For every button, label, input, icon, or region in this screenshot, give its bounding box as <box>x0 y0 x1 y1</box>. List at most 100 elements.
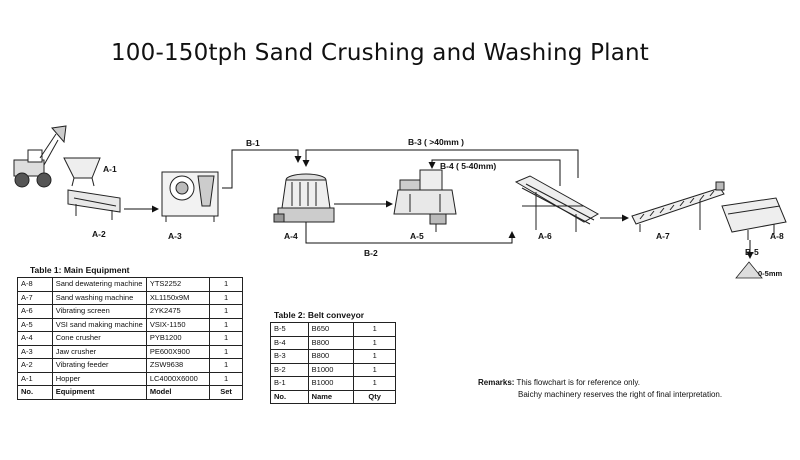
wheel-loader-illustration <box>13 125 67 188</box>
label-a3: A-3 <box>168 231 182 241</box>
table1-cell-set: 1 <box>209 331 243 346</box>
label-a4: A-4 <box>284 231 298 241</box>
table1-cell-equipment: Cone crusher <box>51 331 147 346</box>
table1-cell-equipment: VSI sand making machine <box>51 317 147 332</box>
table1-cell-model: YTS2252 <box>145 277 211 292</box>
table2-cell-no: B-2 <box>270 362 309 377</box>
conveyor-b1-line <box>222 149 302 189</box>
label-b2: B-2 <box>364 248 378 258</box>
sand-pile-icon <box>735 261 763 279</box>
label-a7: A-7 <box>656 231 670 241</box>
table1-cell-no: A-3 <box>17 344 53 359</box>
table1-cell-set: 1 <box>209 344 243 359</box>
label-b3: B-3 ( >40mm ) <box>408 137 464 147</box>
table1-cell-model: XL1150x9M <box>145 290 211 305</box>
table1-header-no: No. <box>17 385 53 400</box>
table2-cell-name: B1000 <box>307 376 355 391</box>
table1-cell-equipment: Vibrating screen <box>51 304 147 319</box>
table1-cell-model: PYB1200 <box>145 331 211 346</box>
vibrating-screen-illustration <box>514 175 600 232</box>
remarks-line1: This flowchart is for reference only. <box>516 378 640 387</box>
table2-header-no: No. <box>270 389 309 404</box>
table1-cell-no: A-7 <box>17 290 53 305</box>
table1-cell-equipment: Sand dewatering machine <box>51 277 147 292</box>
table1-cell-set: 1 <box>209 358 243 373</box>
conveyor-b4-line <box>428 159 561 186</box>
table1-cell-model: 2YK2475 <box>145 304 211 319</box>
label-b4: B-4 ( 5-40mm) <box>440 161 496 171</box>
table1-cell-equipment: Hopper <box>51 371 147 386</box>
table1-cell-set: 1 <box>209 317 243 332</box>
table1-cell-no: A-5 <box>17 317 53 332</box>
table1-cell-set: 1 <box>209 371 243 386</box>
jaw-crusher-illustration <box>161 171 219 222</box>
label-a8: A-8 <box>770 231 784 241</box>
table1-cell-equipment: Sand washing machine <box>51 290 147 305</box>
table1-caption: Table 1: Main Equipment <box>30 265 130 275</box>
table1-cell-set: 1 <box>209 304 243 319</box>
table2-header-row: No. Name Qty <box>270 389 396 404</box>
remarks-block: Remarks: This flowchart is for reference… <box>478 377 722 401</box>
remarks-label: Remarks: <box>478 378 515 387</box>
table1-cell-model: ZSW9638 <box>145 358 211 373</box>
table1-cell-model: LC4000X6000 <box>145 371 211 386</box>
table1-cell-model: PE600X900 <box>145 344 211 359</box>
table1-cell-no: A-4 <box>17 331 53 346</box>
table2-cell-no: B-3 <box>270 349 309 364</box>
table1-cell-model: VSIX-1150 <box>145 317 211 332</box>
table2-cell-name: B800 <box>307 349 355 364</box>
table1-cell-no: A-6 <box>17 304 53 319</box>
table2-cell-name: B1000 <box>307 362 355 377</box>
table2-header-name: Name <box>307 389 355 404</box>
table2-cell-qty: 1 <box>353 322 396 337</box>
table1-cell-no: A-8 <box>17 277 53 292</box>
table2-cell-qty: 1 <box>353 362 396 377</box>
table1-cell-equipment: Jaw crusher <box>51 344 147 359</box>
table2-cell-qty: 1 <box>353 349 396 364</box>
vsi-sand-making-machine-illustration <box>393 169 457 232</box>
table1-header-equipment: Equipment <box>51 385 147 400</box>
table1-header-row: No. Equipment Model Set <box>17 385 243 400</box>
table2-cell-qty: 1 <box>353 376 396 391</box>
product-size-label: 0-5mm <box>758 269 783 278</box>
label-b1: B-1 <box>246 138 260 148</box>
remarks-line2: Baichy machinery reserves the right of f… <box>518 390 723 399</box>
cone-crusher-illustration <box>273 173 335 223</box>
table1-cell-no: A-1 <box>17 371 53 386</box>
table1-cell-no: A-2 <box>17 358 53 373</box>
table2-cell-no: B-5 <box>270 322 309 337</box>
table1-header-model: Model <box>145 385 211 400</box>
table1-cell-set: 1 <box>209 290 243 305</box>
table1-header-set: Set <box>209 385 243 400</box>
label-a1: A-1 <box>103 164 117 174</box>
table2-cell-no: B-1 <box>270 376 309 391</box>
hopper-illustration <box>63 157 101 187</box>
label-b5: B-5 <box>745 247 759 257</box>
sand-washing-machine-illustration <box>631 181 725 232</box>
vibrating-feeder-illustration <box>67 189 121 220</box>
table2-cell-name: B800 <box>307 335 355 350</box>
table1-cell-set: 1 <box>209 277 243 292</box>
table2-cell-no: B-4 <box>270 335 309 350</box>
label-a5: A-5 <box>410 231 424 241</box>
page-title: 100-150tph Sand Crushing and Washing Pla… <box>110 40 650 66</box>
table2-cell-name: B650 <box>307 322 355 337</box>
label-a6: A-6 <box>538 231 552 241</box>
table2-cell-qty: 1 <box>353 335 396 350</box>
